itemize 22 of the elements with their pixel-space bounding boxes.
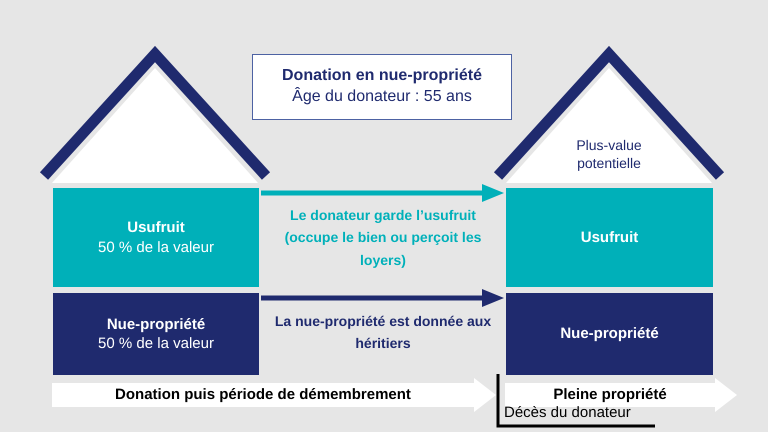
block-heading: Nue-propriété xyxy=(560,324,659,344)
usufruct-block xyxy=(506,188,713,287)
subheading: Âge du donateur : 55 ans xyxy=(292,87,472,107)
roof-text: Plus-value potentielle xyxy=(575,136,643,172)
block-heading: Usufruit xyxy=(580,228,638,248)
block-heading: Usufruit xyxy=(127,218,185,238)
band-text: Donation puis période de démembrement xyxy=(115,385,411,405)
heading: Donation en nue-propriété xyxy=(282,66,482,86)
usufruct-block xyxy=(53,188,259,287)
bare-ownership-block xyxy=(53,293,259,375)
timeline-band xyxy=(52,378,496,412)
block-text: 50 % de la valeur xyxy=(98,238,214,257)
bare-ownership-block xyxy=(506,293,713,375)
house-roof xyxy=(38,46,272,184)
event-label: Décès du donateur xyxy=(504,404,631,422)
arrow xyxy=(261,289,504,307)
band-text: Pleine propriété xyxy=(553,385,667,405)
arrow xyxy=(261,184,504,202)
block-text: 50 % de la valeur xyxy=(98,334,214,354)
block-heading: Nue-propriété xyxy=(106,314,206,334)
title-box xyxy=(252,54,512,120)
house-roof xyxy=(492,46,726,184)
